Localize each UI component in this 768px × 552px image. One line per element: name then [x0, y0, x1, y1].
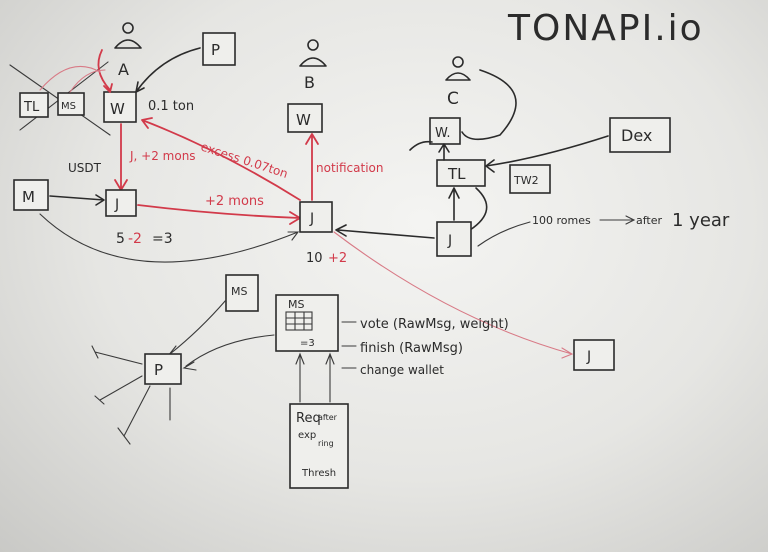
- tl-left-box: [19, 92, 49, 118]
- p-top-box: [202, 32, 236, 66]
- ms-grid-icon: [285, 311, 313, 331]
- user-a-icon: [114, 22, 142, 49]
- jetton-center-label: J: [309, 211, 314, 227]
- excess-arrow: [141, 117, 301, 201]
- finish-label: finish (RawMsg): [360, 341, 463, 356]
- ms-count-label: =3: [300, 338, 315, 349]
- notification-arrow: [305, 133, 319, 201]
- m-to-jetton-arrow: [49, 194, 105, 206]
- note-line-2: after: [318, 413, 338, 422]
- user-b-label: B: [304, 73, 315, 92]
- dex-box: [609, 117, 671, 153]
- ms-mid-label: MS: [231, 285, 247, 298]
- vote-label: vote (RawMsg, weight): [360, 317, 509, 332]
- tw2-label: TW2: [513, 174, 539, 187]
- tl-to-wallet-arrow: [438, 143, 450, 161]
- ms-small-label: MS: [61, 101, 76, 112]
- a-to-wallet-arrow: [97, 49, 113, 93]
- wallet-c-label: W.: [435, 126, 451, 141]
- user-c-icon: [445, 56, 471, 81]
- wallet-a-label: W: [110, 100, 125, 118]
- wallet-to-jetton-arrow: [114, 123, 128, 191]
- ms-small-box: [57, 92, 85, 116]
- note-line-1: Req: [296, 411, 321, 426]
- plus-two-label: +2 mons: [205, 194, 264, 209]
- jetton-left-box: [105, 189, 137, 217]
- jetton-far-box: [573, 339, 615, 371]
- p-bottom-branches: [91, 345, 171, 445]
- wallet-b-label: W: [296, 111, 311, 129]
- tl-loop-arrow: [409, 140, 488, 231]
- user-a-label: A: [118, 60, 129, 79]
- jr-to-center-arrow: [335, 224, 435, 239]
- wallet-b-box: [287, 103, 323, 133]
- red-links-left: [39, 65, 106, 93]
- p-bottom-box: [144, 353, 182, 385]
- m-box: [13, 179, 49, 211]
- note-line-4: ring: [318, 439, 334, 448]
- m-to-center-curve: [39, 213, 300, 263]
- calc-base: 5: [116, 231, 125, 247]
- ms-mid-box: [225, 274, 259, 312]
- jetton-center-box: [299, 201, 333, 233]
- wallet-a-box: [103, 91, 137, 123]
- excess-label: excess 0.07ton: [199, 140, 290, 181]
- tw2-box: [509, 164, 551, 194]
- tl-right-box: [436, 159, 486, 187]
- lock-amount-label: 100 romes: [532, 214, 591, 227]
- ms-big-label: MS: [288, 298, 304, 311]
- note-line-5: Thresh: [301, 468, 336, 479]
- lock-term-label: 1 year: [672, 210, 730, 231]
- jetton-far-label: J: [586, 349, 591, 365]
- usdt-label: USDT: [68, 161, 102, 175]
- lock-pointer: [477, 221, 531, 247]
- calc-minus: -2: [128, 231, 142, 247]
- note-to-ms-arrows: [295, 352, 335, 403]
- user-c-label: C: [447, 89, 459, 109]
- jr-to-tl-arrow: [448, 187, 460, 221]
- notification-label: notification: [316, 161, 383, 175]
- center-plus: +2: [328, 251, 347, 266]
- tl-left-label: TL: [23, 100, 40, 115]
- jetton-right-label: J: [447, 233, 452, 249]
- tl-right-label: TL: [447, 165, 466, 183]
- note-line-3: exp: [298, 430, 316, 441]
- calc-result: =3: [152, 231, 173, 247]
- lock-arrow: [599, 215, 636, 225]
- ton-amount-label: 0.1 ton: [148, 99, 194, 114]
- ms-big-to-p-arrow: [182, 334, 275, 371]
- m-label: M: [22, 188, 35, 206]
- c-loop-arrow: [461, 69, 517, 141]
- jetton-right-box: [436, 221, 472, 257]
- board-title: TONAPI.io: [507, 8, 704, 49]
- dex-to-tl-arrow: [485, 135, 609, 173]
- p-bottom-label: P: [154, 361, 163, 379]
- center-to-far-arrow: [333, 231, 574, 359]
- p-top-label: P: [211, 41, 220, 59]
- note-sheet-box: [289, 403, 349, 489]
- wallet-c-box: [429, 117, 461, 145]
- jetton-transfer-label: J, +2 mons: [129, 149, 196, 163]
- change-wallet-label: change wallet: [360, 363, 444, 377]
- center-base: 10: [306, 251, 323, 266]
- user-b-icon: [299, 39, 327, 67]
- lock-after-label: after: [636, 214, 663, 227]
- p-to-wallet-arrow: [135, 47, 201, 93]
- dex-label: Dex: [621, 126, 652, 145]
- jetton-left-label: J: [114, 197, 119, 213]
